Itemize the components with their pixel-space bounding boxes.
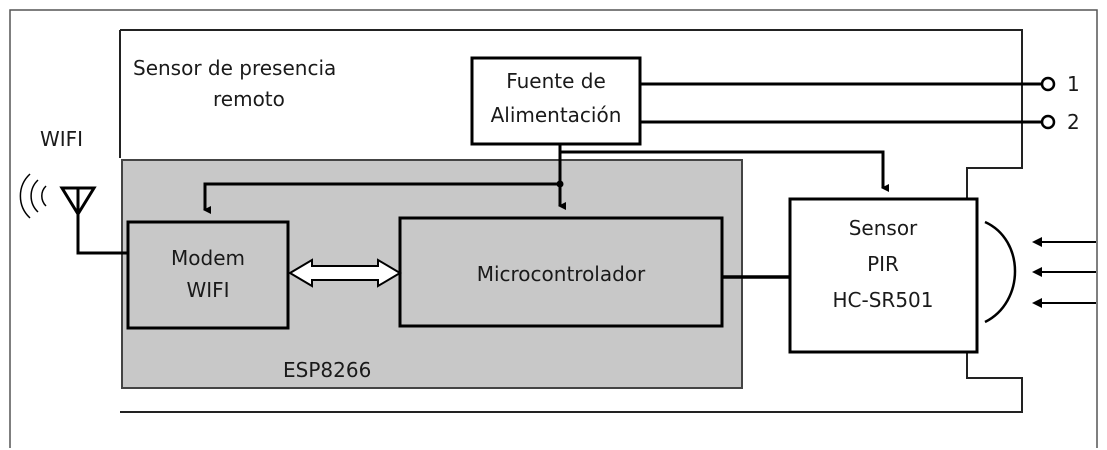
- power-to-modem-wire: [203, 182, 560, 214]
- wifi-wave-icon-1: [41, 185, 47, 207]
- power-supply-block: [470, 56, 642, 146]
- pir-label-line2: PIR: [867, 252, 899, 276]
- microcontroller-block: [398, 216, 724, 328]
- wifi-label: WIFI: [40, 127, 83, 151]
- junction-dot: [556, 180, 564, 188]
- antenna-icon: [59, 186, 97, 217]
- figure-frame: [9, 9, 1098, 448]
- modem-label-line1: Modem: [171, 246, 245, 270]
- power-supply-label-line2: Alimentación: [491, 103, 622, 127]
- wifi-wave-icon-3: [19, 173, 31, 219]
- microcontroller-label: Microcontrolador: [477, 262, 646, 286]
- bidirectional-arrow: [288, 258, 402, 288]
- terminal-1-label: 1: [1067, 72, 1080, 96]
- module-name-label: ESP8266: [283, 358, 371, 382]
- modem-wifi-block: [126, 220, 290, 330]
- ir-arrowhead-1-icon: [1032, 237, 1042, 247]
- terminal-1-connector: [1040, 76, 1056, 92]
- pir-label-line1: Sensor: [849, 216, 918, 240]
- ir-arrowhead-2-icon: [1032, 267, 1042, 277]
- enclosure-title-line2: remoto: [213, 87, 285, 111]
- wifi-wave-icon-2: [30, 179, 39, 213]
- pir-sensor-block: [788, 197, 979, 354]
- antenna-feed-wire: [76, 188, 128, 255]
- modem-label-line2: WIFI: [186, 278, 229, 302]
- power-supply-label-line1: Fuente de: [506, 69, 606, 93]
- pir-label-line3: HC-SR501: [833, 288, 934, 312]
- enclosure-title-line1: Sensor de presencia: [133, 56, 336, 80]
- terminal-2-label: 2: [1067, 110, 1080, 134]
- power-to-pir-wire: [560, 150, 889, 192]
- ir-arrowhead-3-icon: [1032, 298, 1042, 308]
- terminal-2-connector: [1040, 114, 1056, 130]
- pir-lens: [984, 220, 1017, 324]
